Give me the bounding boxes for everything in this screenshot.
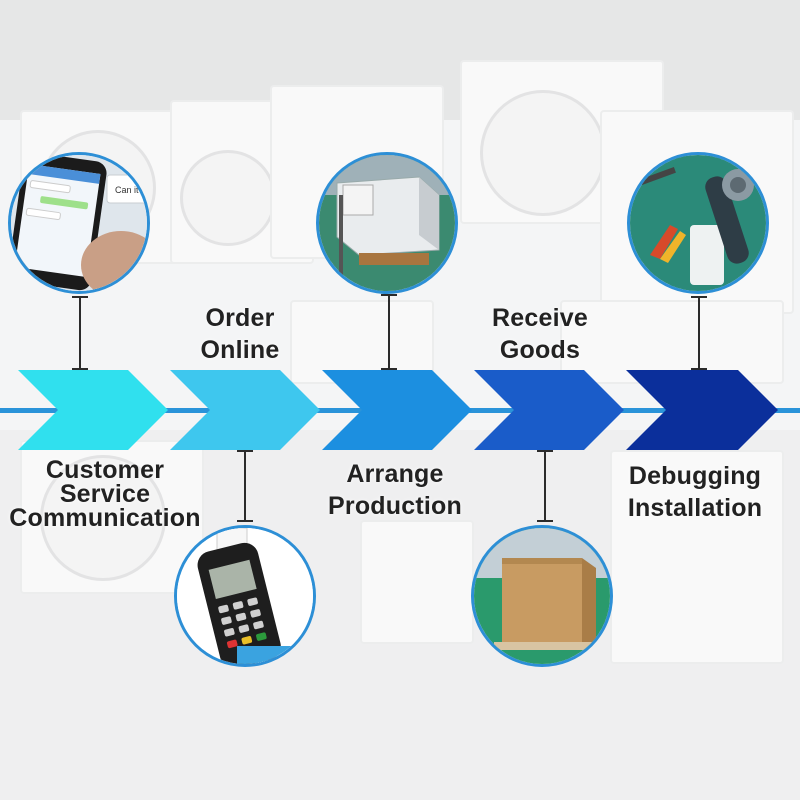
payment-terminal-icon [174,525,316,667]
cardboard-box-icon [471,525,613,667]
connector-stem-3 [388,294,390,370]
chat-bubble-text: Can it be [115,185,147,195]
step-label-order-online: Order Online [200,304,280,364]
stem-cap [537,520,553,522]
chevron-step-1 [18,370,168,450]
step-label-receive-goods: Receive Goods [492,304,588,364]
connector-stem-4 [544,450,546,522]
step-label-arrange-production: Arrange Production [328,460,462,520]
air-cooler-unit-icon [316,152,458,294]
stem-cap [237,520,253,522]
smartphone-chat-icon: Can it be [8,152,150,294]
connector-stem-1 [79,296,81,370]
connector-stem-2 [244,450,246,522]
chevron-step-2 [170,370,320,450]
stem-cap [691,368,707,370]
chevron-step-3 [322,370,472,450]
tools-icon [627,152,769,294]
step-label-debugging-installation: Debugging Installation [627,462,763,522]
step-label-customer-service: Customer Service Communication [9,456,201,532]
stem-cap [72,368,88,370]
connector-stem-5 [698,296,700,370]
chevron-step-5 [626,370,778,450]
stem-cap [381,368,397,370]
chevron-step-4 [474,370,624,450]
